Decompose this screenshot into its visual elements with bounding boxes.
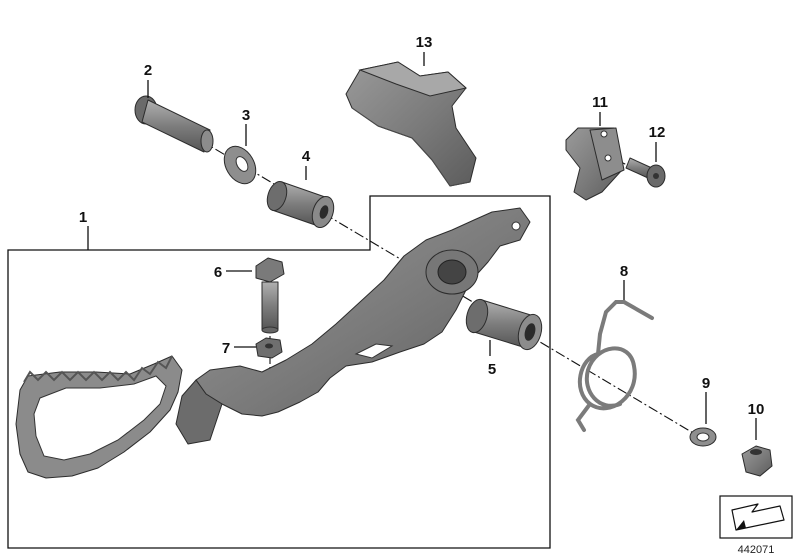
bushing-part [266,180,335,229]
cover-part [345,61,477,187]
return-spring-part [575,300,654,432]
callout-12: 12 [649,124,666,141]
callout-9: 9 [702,375,710,392]
callout-6: 6 [214,264,222,281]
washer-part [223,145,257,185]
callout-1: 1 [79,209,87,226]
direction-arrow-icon [719,495,793,539]
nut-part [741,445,773,477]
small-washer-part [689,427,717,447]
sleeve-part [465,298,543,351]
assembly-frame [7,195,551,549]
callout-11: 11 [592,94,608,111]
callout-10: 10 [748,401,765,418]
callout-5: 5 [488,361,496,378]
callout-8: 8 [620,263,628,280]
bracket-part [565,127,625,201]
brake-pedal-part [15,207,531,479]
hex-nut-part [255,337,283,359]
bolt-part [134,95,214,153]
callout-4: 4 [302,148,311,165]
hex-bolt-part [255,257,285,334]
callout-3: 3 [242,107,250,124]
callout-2: 2 [144,62,152,79]
screw-part [625,157,666,188]
leader-lines [87,52,757,440]
callout-7: 7 [222,340,230,357]
callout-13: 13 [416,34,433,51]
reference-number: 442071 [738,544,775,556]
